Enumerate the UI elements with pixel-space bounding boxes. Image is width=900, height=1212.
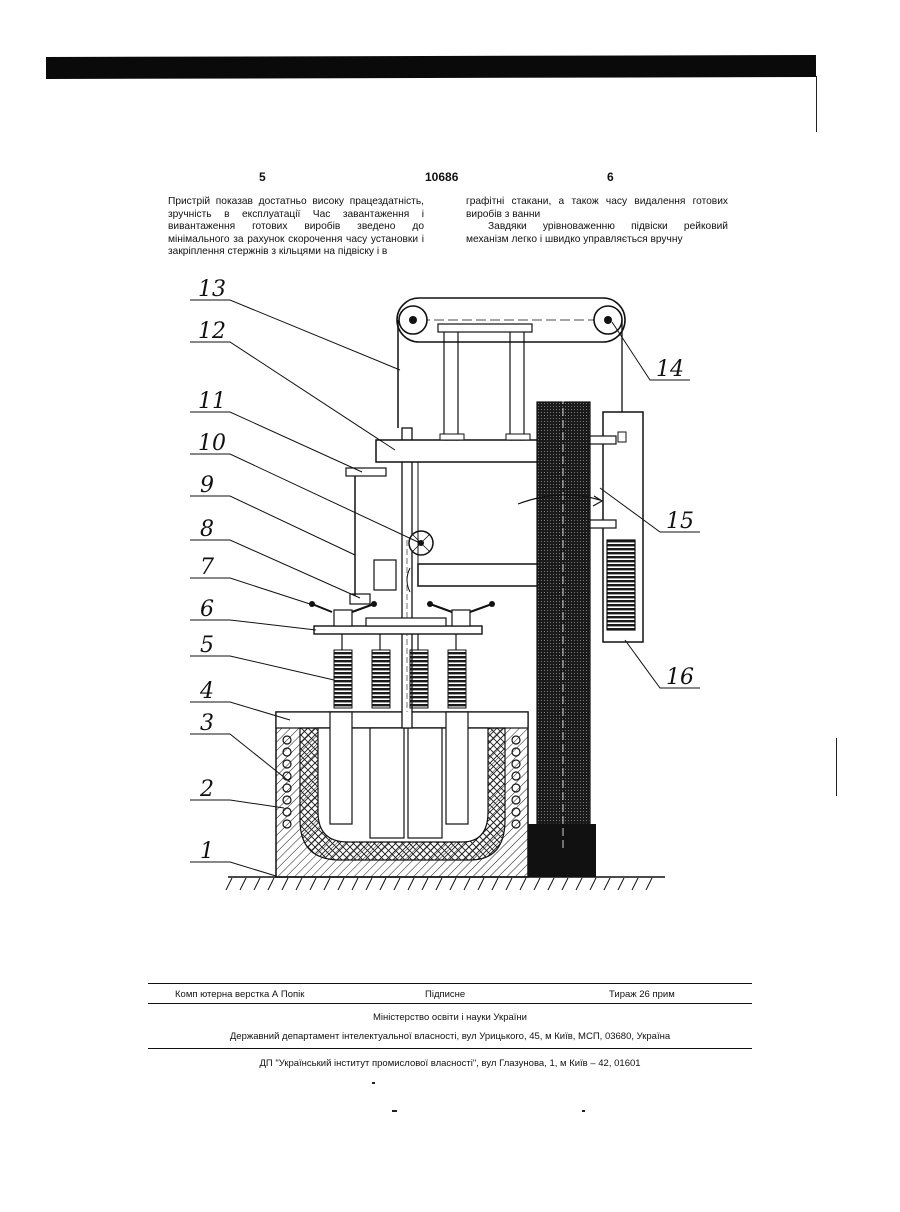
callout-6: 6	[200, 597, 214, 622]
footer-rule	[148, 983, 752, 984]
callout-14: 14	[656, 357, 684, 382]
signed-note: Підписне	[425, 989, 465, 1000]
scan-speck	[372, 1082, 375, 1084]
layout-credit: Комп ютерна верстка А Попік	[175, 989, 304, 1000]
callout-7: 7	[200, 555, 214, 580]
circulation: Тираж 26 прим	[609, 989, 675, 1000]
callout-11: 11	[198, 389, 226, 414]
ground-base	[226, 877, 665, 890]
counterweight-cabinet	[590, 412, 643, 642]
ministry-line: Міністерство освіти і науки України	[148, 1012, 752, 1023]
callout-16: 16	[666, 665, 694, 690]
callout-10: 10	[198, 431, 226, 456]
callout-4: 4	[199, 679, 214, 704]
callout-9: 9	[200, 473, 214, 498]
scan-speck	[392, 1110, 397, 1112]
scan-speck	[582, 1110, 585, 1112]
callout-5: 5	[200, 633, 214, 658]
footer-rule	[148, 1003, 752, 1004]
callout-2: 2	[199, 777, 214, 802]
callout-1: 1	[200, 839, 214, 864]
callout-12: 12	[198, 319, 226, 344]
callout-3: 3	[200, 711, 214, 736]
furnace-vessel	[276, 712, 528, 877]
callout-8: 8	[200, 517, 214, 542]
callout-13: 13	[198, 277, 226, 302]
institute-line: ДП "Український інститут промислової вла…	[148, 1058, 752, 1069]
department-line: Державний департамент інтелектуальної вл…	[148, 1031, 752, 1042]
callout-15: 15	[666, 509, 694, 534]
footer-rule	[148, 1048, 752, 1049]
apparatus-drawing: 13 12 11 10 9 8 7 6 5 4 3 2 1 14 15 16	[0, 0, 900, 960]
